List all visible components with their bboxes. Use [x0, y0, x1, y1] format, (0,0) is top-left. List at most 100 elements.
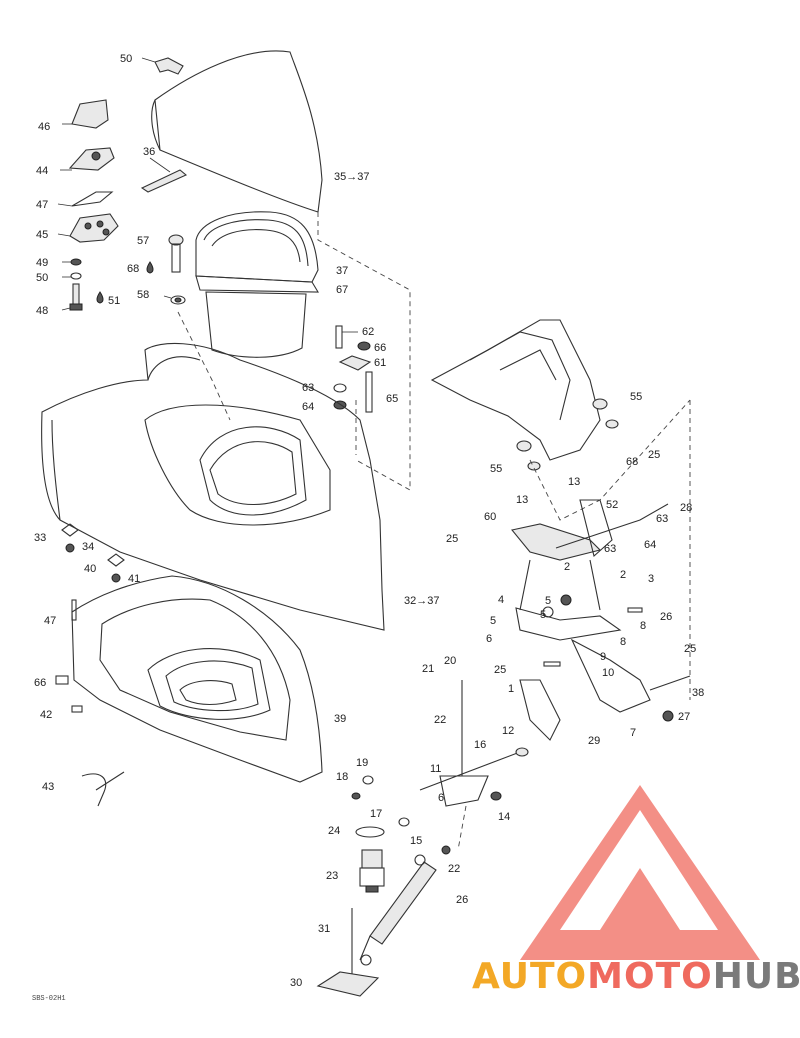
callout-l17: 17: [370, 808, 382, 820]
callout-l14: 14: [498, 811, 510, 823]
callout-l16: 16: [474, 739, 486, 751]
callout-l42: 42: [40, 709, 52, 721]
callout-l50a: 50: [120, 53, 132, 65]
callout-l36: 36: [143, 146, 155, 158]
callout-l35: 35→37: [334, 171, 369, 183]
deck-cover: [41, 342, 385, 631]
callout-l61: 61: [374, 357, 386, 369]
callout-l11: 11: [430, 763, 441, 775]
part-68-drop-a: [146, 261, 154, 274]
callout-l15: 15: [410, 835, 422, 847]
part-43-hose: [81, 771, 125, 807]
callout-l45: 45: [36, 229, 48, 241]
callout-l55a: 55: [630, 391, 642, 403]
callout-l18: 18: [336, 771, 348, 783]
part-62-screw: [335, 325, 358, 349]
callout-labels: 5046444745495048513635→37576858376762666…: [34, 53, 704, 989]
windshield: [151, 50, 323, 213]
steering-rod: [419, 680, 529, 807]
callout-l25c: 25: [494, 664, 506, 676]
part-38-bolt: [649, 675, 691, 722]
callout-l19: 19: [356, 757, 368, 769]
callout-l67: 67: [336, 284, 348, 296]
callout-l50b: 50: [36, 272, 48, 284]
part-26-strut: [359, 845, 451, 966]
callout-l47a: 47: [36, 199, 48, 211]
callout-l30: 30: [290, 977, 302, 989]
callout-l21: 21: [422, 663, 434, 675]
callout-l26b: 26: [456, 894, 468, 906]
callout-l55b: 55: [490, 463, 502, 475]
part-44-bracket: [60, 147, 115, 171]
part-51-drop: [96, 291, 104, 304]
callout-l22a: 22: [434, 714, 446, 726]
watermark-logo: [520, 785, 760, 960]
callout-l1: 1: [508, 683, 514, 695]
callout-l34: 34: [82, 541, 94, 553]
callout-l66b: 66: [34, 677, 46, 689]
callout-l39: 39: [334, 713, 346, 725]
callout-l29: 29: [588, 735, 600, 747]
callout-l20: 20: [444, 655, 456, 667]
callout-l37: 37: [336, 265, 348, 277]
callout-l4: 4: [498, 594, 504, 606]
callout-l40: 40: [84, 563, 96, 575]
callout-l68a: 68: [127, 263, 139, 275]
part-17-19-fasteners: [351, 775, 410, 827]
part-58-washer: [163, 295, 186, 305]
steering-support: [430, 319, 601, 461]
callout-l3: 3: [648, 573, 654, 585]
part-45-base: [57, 213, 119, 243]
callout-l64b: 64: [644, 539, 656, 551]
callout-l52: 52: [606, 499, 618, 511]
callout-l58: 58: [137, 289, 149, 301]
callout-l62: 62: [362, 326, 374, 338]
callout-l49: 49: [36, 257, 48, 269]
callout-l38: 38: [692, 687, 704, 699]
part-36-strip: [140, 157, 188, 193]
part-63-nut-a: [333, 383, 347, 393]
part-66-nut: [357, 341, 371, 351]
callout-l60: 60: [484, 511, 496, 523]
callout-l10: 10: [602, 667, 614, 679]
lower-tub: [71, 575, 323, 783]
callout-l27: 27: [678, 711, 690, 723]
callout-l65: 65: [386, 393, 398, 405]
callout-l33: 33: [34, 532, 46, 544]
part-61-plate: [338, 355, 372, 371]
callout-l25b: 25: [446, 533, 458, 545]
diagram-code: SBS-02H1: [32, 995, 66, 1003]
callout-l9: 9: [600, 651, 606, 663]
part-47-strap: [57, 191, 114, 207]
part-14-nut: [490, 791, 502, 801]
steering-arm: [511, 499, 669, 741]
callout-l5c: 5: [490, 615, 496, 627]
watermark-auto: AUTO: [472, 956, 587, 997]
part-50-clip: [141, 57, 184, 75]
callout-l25a: 25: [648, 449, 660, 461]
callout-l12: 12: [502, 725, 514, 737]
callout-l41: 41: [128, 573, 140, 585]
part-23-fitting: [359, 849, 385, 893]
callout-l63b: 63: [656, 513, 668, 525]
callout-l25d: 25: [684, 643, 696, 655]
part-33-nut: [61, 523, 79, 553]
callout-l13b: 13: [516, 494, 528, 506]
part-40-nut: [107, 553, 125, 583]
callout-l26a: 26: [660, 611, 672, 623]
part-50-washer: [62, 272, 82, 280]
part-30-plate: [316, 971, 380, 997]
callout-l47b: 47: [44, 615, 56, 627]
callout-l44: 44: [36, 165, 48, 177]
part-48-bolt: [61, 283, 83, 311]
callout-l13a: 13: [568, 476, 580, 488]
callout-l2b: 2: [620, 569, 626, 581]
part-64-washer-a: [333, 400, 347, 410]
callout-l23: 23: [326, 870, 338, 882]
callout-l2a: 2: [564, 561, 570, 573]
callout-l8a: 8: [640, 620, 646, 632]
callout-l28: 28: [680, 502, 692, 514]
callout-l63c: 63: [604, 543, 616, 555]
callout-l24: 24: [328, 825, 340, 837]
